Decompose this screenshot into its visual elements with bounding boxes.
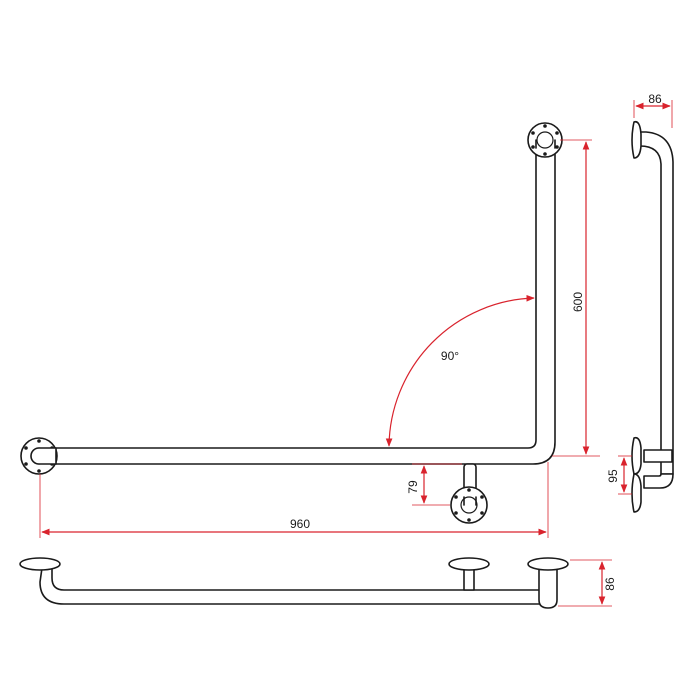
label-960: 960 [290,517,310,531]
label-86-side: 86 [648,92,662,106]
bottom-view [19,557,569,609]
label-79: 79 [406,480,420,494]
support-bracket [450,463,488,524]
front-view [20,122,563,524]
side-view [631,120,674,513]
label-angle: 90° [441,349,459,363]
left-flange [20,437,58,475]
label-95: 95 [606,469,620,483]
top-flange [527,122,563,158]
label-86-bottom: 86 [603,577,617,591]
l-bar-tube [39,139,556,465]
label-600: 600 [571,292,585,312]
angle-arc [385,294,535,447]
